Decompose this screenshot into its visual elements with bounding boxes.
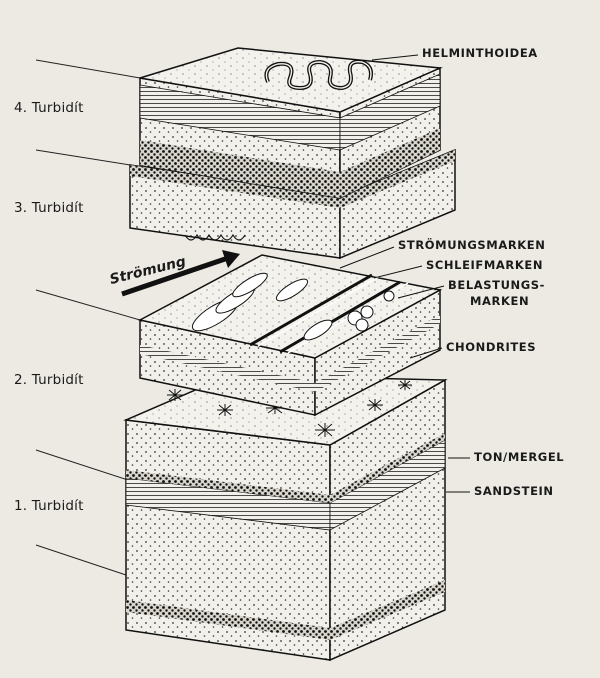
chondrites-burrows <box>167 380 412 437</box>
helminthoidea-trace-highlight <box>265 61 372 89</box>
label-turbidite-2: 2. Turbidít <box>14 372 84 388</box>
load-casts <box>347 290 395 332</box>
label-chondrites: CHONDRITES <box>446 340 537 354</box>
block-3-turbidite <box>129 148 456 260</box>
block-1-turbidite <box>123 374 448 662</box>
label-belastungsmarken-1: BELASTUNGS- <box>448 278 546 292</box>
left-leader-lines <box>35 59 141 576</box>
label-sandstein: SANDSTEIN <box>474 484 554 498</box>
block-4-turbidite <box>139 47 443 200</box>
right-leader-lines <box>339 54 470 493</box>
label-schleifmarken: SCHLEIFMARKEN <box>426 258 544 272</box>
label-turbidite-3: 3. Turbidít <box>14 200 84 216</box>
label-stroemungsmarken: STRÖMUNGSMARKEN <box>398 238 546 252</box>
flute-marks <box>191 272 333 341</box>
label-helminthoidea: HELMINTHOIDEA <box>422 46 538 60</box>
current-arrow <box>121 250 240 297</box>
block-2-turbidite <box>137 254 443 417</box>
label-turbidite-4: 4. Turbidít <box>14 100 84 116</box>
label-turbidite-1: 1. Turbidít <box>14 498 84 514</box>
label-belastungsmarken-2: MARKEN <box>470 294 530 308</box>
label-ton-mergel: TON/MERGEL <box>474 450 565 464</box>
